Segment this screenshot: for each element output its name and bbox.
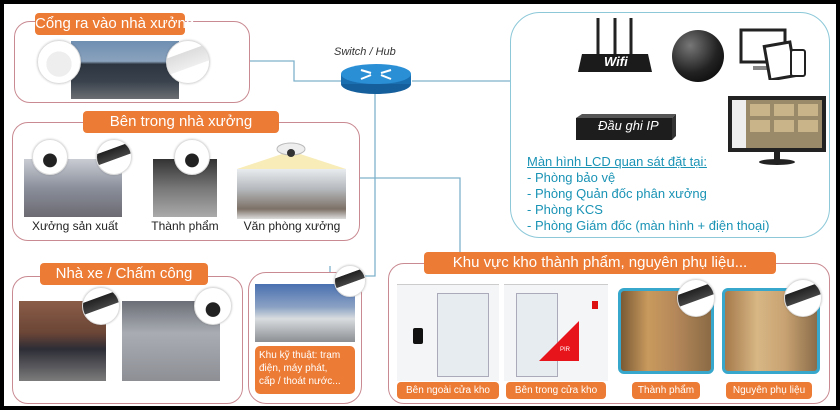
caption-finished-goods: Thành phẩm	[632, 382, 700, 399]
lcd-heading: Màn hình LCD quan sát đặt tại:	[527, 154, 707, 169]
hub-icon	[341, 64, 411, 94]
technical-label-line: Khu kỹ thuật: trạm	[259, 350, 341, 361]
hub-label: Switch / Hub	[334, 46, 396, 58]
technical-label-line: điện, máy phát,	[259, 363, 328, 374]
wifi-label: Wifi	[604, 54, 628, 69]
globe-icon	[672, 30, 724, 82]
nvr-icon	[576, 114, 676, 140]
door-panel	[437, 293, 489, 377]
caption-door-inside: Bên trong cửa kho	[506, 382, 606, 399]
card-reader-icon	[413, 328, 423, 344]
fisheye-camera-icon	[237, 142, 346, 169]
bullet-camera-icon	[784, 279, 822, 317]
caption-door-outside: Bên ngoài cửa kho	[397, 382, 499, 399]
caption-finished: Thành phẩm	[151, 219, 219, 233]
monitor-icon	[728, 96, 826, 165]
caption-production: Xưởng sản xuất	[32, 219, 118, 233]
dome-camera-icon	[32, 139, 68, 175]
lcd-location: - Phòng Giám đốc (màn hình + điện thoại)	[527, 218, 770, 233]
line-inside-warehouse	[359, 177, 461, 254]
ptz-camera-icon	[37, 40, 81, 84]
technical-label-line: cấp / thoát nước...	[259, 376, 341, 387]
diagram-canvas: Switch / Hub Cổng ra vào nhà xưởng Bên t…	[4, 4, 836, 406]
lcd-location: - Phòng KCS	[527, 202, 603, 217]
inside-title: Bên trong nhà xưởng	[83, 111, 279, 133]
gate-title: Cổng ra vào nhà xưởng	[35, 13, 194, 35]
door-panel	[516, 293, 558, 377]
caption-office: Văn phòng xưởng	[243, 219, 341, 233]
bullet-camera-icon	[334, 265, 366, 297]
bullet-camera-icon	[96, 139, 132, 175]
caption-raw-materials: Nguyên phụ liệu	[726, 382, 812, 399]
dome-camera-icon	[174, 139, 210, 175]
line-gate-hub	[242, 60, 342, 82]
nvr-label: Đầu ghi IP	[598, 118, 659, 133]
pir-label: PIR	[560, 347, 571, 353]
bullet-camera-icon	[82, 287, 120, 325]
router-icon	[578, 18, 652, 72]
parking-title: Nhà xe / Chấm công	[40, 263, 208, 285]
warehouse-door-outside	[397, 284, 499, 381]
devices-icon	[739, 28, 806, 80]
inside-photo-office	[237, 169, 346, 219]
lcd-location-list: Màn hình LCD quan sát đặt tại: - Phòng b…	[527, 154, 769, 234]
technical-photo	[255, 284, 355, 342]
technical-label: Khu kỹ thuật: trạm điện, máy phát, cấp /…	[255, 346, 355, 394]
lcd-location: - Phòng Quản đốc phân xưởng	[527, 186, 707, 201]
lcd-location: - Phòng bảo vệ	[527, 170, 616, 185]
bullet-camera-icon	[677, 279, 715, 317]
pir-sensor-zone	[539, 321, 579, 361]
bullet-camera-icon	[166, 40, 210, 84]
warehouse-title: Khu vực kho thành phẩm, nguyên phụ liệu.…	[424, 252, 776, 274]
warehouse-door-inside: PIR	[504, 284, 608, 381]
alarm-siren-icon	[592, 301, 598, 309]
gate-photo	[71, 41, 179, 99]
dome-camera-icon	[194, 287, 232, 325]
